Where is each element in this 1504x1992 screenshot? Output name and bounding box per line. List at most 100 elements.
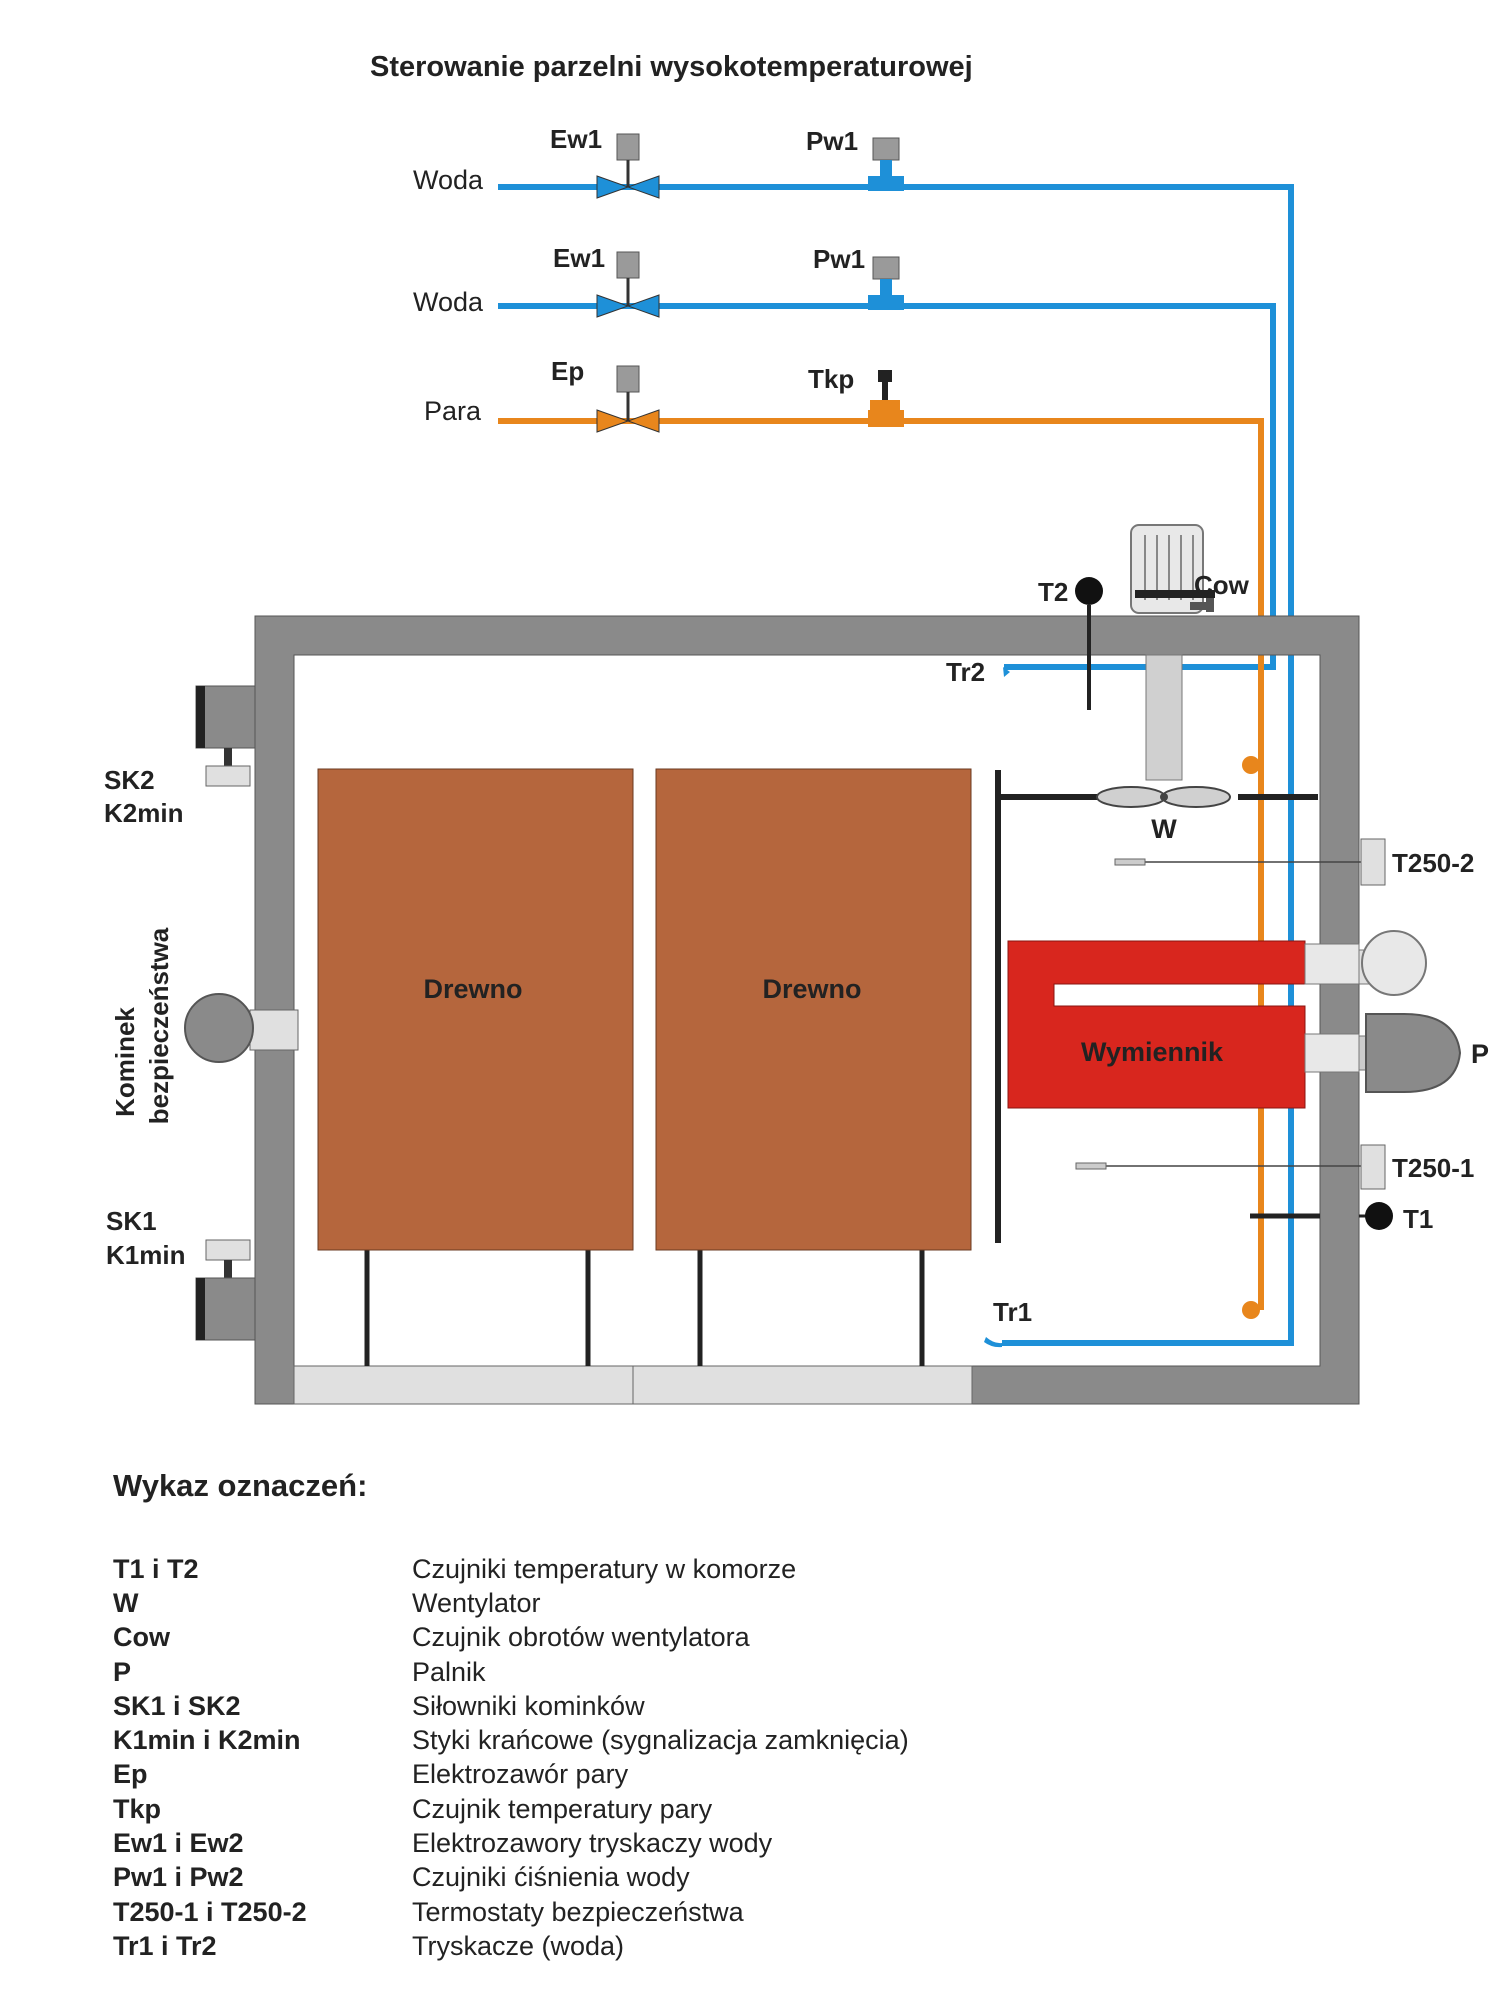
k2min-label: K2min — [104, 798, 183, 828]
legend-code: T250-1 i T250-2 — [113, 1896, 307, 1927]
water-label-1: Woda — [413, 165, 484, 195]
legend-item: Cow Czujnik obrotów wentylatora — [113, 1621, 1313, 1655]
legend-code: Pw1 i Pw2 — [113, 1862, 244, 1893]
legend-code: Ep — [113, 1759, 148, 1790]
fan-sensor-label: Cow — [1194, 570, 1250, 600]
baffle — [995, 770, 1318, 1243]
valve-icon — [596, 133, 660, 199]
burner-icon — [1365, 1013, 1462, 1093]
legend-description: Czujniki ćiśnienia wody — [412, 1862, 690, 1893]
burner-fan-icon — [1361, 930, 1427, 996]
sk2-label: SK2 — [104, 765, 155, 795]
legend-description: Styki krańcowe (sygnalizacja zamknięcia) — [412, 1725, 909, 1756]
speed-sensor-icon — [1190, 598, 1214, 612]
wood-stack-1 — [317, 768, 634, 1251]
sk1-label: SK1 — [106, 1206, 157, 1236]
legend-item: T250-1 i T250-2 Termostaty bezpieczeństwa — [113, 1895, 1313, 1929]
water-label-2: Woda — [413, 287, 484, 317]
legend-code: W — [113, 1587, 139, 1618]
legend-description: Wentylator — [412, 1587, 541, 1618]
floor-panel — [632, 1365, 973, 1405]
pressure-sensor-icon — [868, 137, 904, 191]
legend-code: Cow — [113, 1622, 170, 1653]
steam-nozzle-icon — [1242, 1301, 1260, 1319]
wood-label-1: Drewno — [423, 974, 522, 1004]
valve-label-ew1-b: Ew1 — [553, 243, 605, 273]
legend-item: K1min i K2min Styki krańcowe (sygnalizacj… — [113, 1723, 1313, 1757]
legend-code: Tr1 i Tr2 — [113, 1930, 217, 1961]
chimney-label-1: Kominek — [110, 1007, 140, 1117]
legend-title: Wykaz oznaczeń: — [113, 1468, 368, 1503]
legend-description: Palnik — [412, 1656, 486, 1687]
temperature-sensor-icon — [868, 370, 904, 427]
exchanger-connector — [1304, 1033, 1360, 1073]
legend-item: SK1 i SK2 Siłowniki kominków — [113, 1689, 1313, 1723]
floor-panel — [293, 1365, 634, 1405]
thermostat-icon — [1075, 1144, 1386, 1190]
fan-motor-icon — [1130, 524, 1215, 614]
legend-description: Tryskacze (woda) — [412, 1930, 625, 1961]
legend-description: Termostaty bezpieczeństwa — [412, 1896, 744, 1927]
chimney-icon — [184, 993, 299, 1063]
legend-code: Ew1 i Ew2 — [113, 1828, 244, 1859]
valve-label-ew1-a: Ew1 — [550, 124, 602, 154]
exchanger-label: Wymiennik — [1081, 1037, 1224, 1067]
fan-label: W — [1151, 814, 1177, 844]
burner-label: P — [1471, 1039, 1489, 1069]
valve-label-ep: Ep — [551, 356, 584, 386]
legend-description: Czujnik obrotów wentylatora — [412, 1622, 750, 1653]
legend-code: Tkp — [113, 1793, 162, 1824]
legend-code: K1min i K2min — [113, 1725, 301, 1756]
legend-code: P — [113, 1656, 132, 1687]
legend-item: Pw1 i Pw2 Czujniki ćiśnienia wody — [113, 1861, 1313, 1895]
sprinkler-icon — [1003, 667, 1010, 677]
control-diagram: Sterowanie parzelni wysokotemperaturowej… — [104, 51, 1489, 1405]
legend-description: Siłowniki kominków — [412, 1690, 645, 1721]
chimney-label-2: bezpieczeństwa — [144, 927, 174, 1124]
chamber-wall — [254, 615, 1360, 1405]
tr1-label: Tr1 — [993, 1297, 1032, 1327]
k1min-label: K1min — [106, 1240, 185, 1270]
legend-item: Ew1 i Ew2 Elektrozawory tryskaczy wody — [113, 1826, 1313, 1860]
legend-description: Czujniki temperatury w komorze — [412, 1553, 797, 1584]
sensor-label-tkp: Tkp — [808, 364, 854, 394]
exchanger-connector — [1304, 943, 1360, 985]
legend-description: Czujnik temperatury pary — [412, 1793, 713, 1824]
wood-label-2: Drewno — [762, 974, 861, 1004]
legend-item: P Palnik — [113, 1655, 1313, 1689]
wood-stack-2 — [655, 768, 972, 1251]
legend-item: Tkp Czujnik temperatury pary — [113, 1792, 1313, 1826]
pressure-sensor-icon — [868, 256, 904, 310]
legend-item: T1 i T2 Czujniki temperatury w komorze — [113, 1552, 1313, 1586]
damper-actuator-icon — [195, 1239, 256, 1341]
damper-actuator-icon — [195, 685, 256, 787]
diagram-title: Sterowanie parzelni wysokotemperaturowej — [370, 51, 973, 83]
valve-icon — [596, 251, 660, 318]
legend-code: SK1 i SK2 — [113, 1690, 241, 1721]
tr2-label: Tr2 — [946, 657, 985, 687]
t2-label: T2 — [1038, 577, 1068, 607]
heat-exchanger — [1007, 940, 1306, 1109]
legend-item: Tr1 i Tr2 Tryskacze (woda) — [113, 1929, 1313, 1963]
temperature-sensor-icon — [1250, 1202, 1393, 1230]
sensor-label-pw1-a: Pw1 — [806, 126, 858, 156]
legend-item: W Wentylator — [113, 1586, 1313, 1620]
steam-label: Para — [424, 396, 482, 426]
valve-icon — [596, 365, 660, 433]
steam-nozzle-icon — [1242, 756, 1260, 774]
legend-description: Elektrozawory tryskaczy wody — [412, 1828, 773, 1859]
legend: Wykaz oznaczeń: T1 i T2 Czujniki temperat… — [113, 1468, 1313, 1964]
t250-2-label: T250-2 — [1392, 848, 1474, 878]
thermostat-icon — [1114, 838, 1386, 886]
sprinkler-icon — [984, 1337, 1002, 1348]
legend-description: Elektrozawór pary — [412, 1759, 629, 1790]
fan-shaft — [1145, 654, 1183, 781]
temperature-sensor-icon — [1075, 577, 1103, 710]
legend-code: T1 i T2 — [113, 1553, 199, 1584]
legend-item: Ep Elektrozawór pary — [113, 1758, 1313, 1792]
t250-1-label: T250-1 — [1392, 1153, 1474, 1183]
t1-label: T1 — [1403, 1204, 1433, 1234]
stack-supports — [364, 1249, 925, 1366]
fan-icon — [1096, 786, 1231, 808]
